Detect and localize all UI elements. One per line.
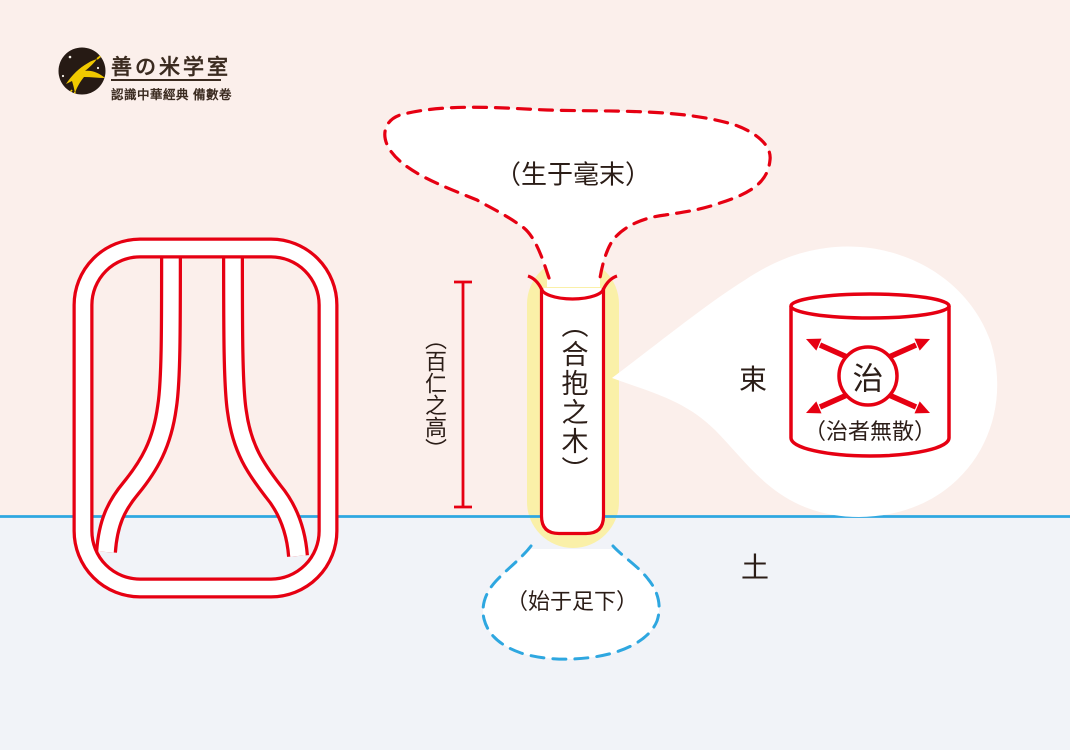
soil-label: 土 bbox=[740, 552, 770, 583]
logo-subtitle: 認識中華經典 備數卷 bbox=[111, 88, 232, 102]
top-thought-bubble bbox=[383, 105, 772, 287]
embrace-pictograph bbox=[72, 237, 339, 599]
zhi-note-label: （治者無散） bbox=[803, 419, 937, 444]
zhi-core-label: 治 bbox=[852, 361, 884, 397]
trunk-label: （合抱之木） bbox=[557, 311, 588, 485]
spread-arrows bbox=[806, 338, 930, 414]
bottom-thought-bubble bbox=[481, 544, 661, 661]
arrow-up-left-icon bbox=[806, 338, 822, 351]
bundle-cylinder bbox=[789, 292, 951, 458]
arrow-down-right-icon bbox=[914, 401, 930, 414]
logo-title: 善の米学室 bbox=[111, 54, 231, 79]
height-label: （百仁之高） bbox=[422, 328, 447, 460]
arrow-up-right-icon bbox=[914, 338, 930, 351]
zhi-circle bbox=[837, 345, 899, 407]
trunk-mouth bbox=[539, 287, 606, 301]
arrow-down-left-icon bbox=[806, 401, 822, 414]
top-bubble-label: （生于毫末） bbox=[494, 159, 652, 190]
bottom-bubble-label: （始于足下） bbox=[505, 589, 639, 614]
logo-divider bbox=[111, 79, 221, 81]
height-measure-bracket bbox=[454, 280, 472, 509]
bundle-label: 束 bbox=[738, 364, 768, 395]
cylinder-top-rim bbox=[789, 292, 951, 320]
tree-trunk bbox=[527, 274, 618, 536]
callout-blob bbox=[612, 246, 998, 517]
